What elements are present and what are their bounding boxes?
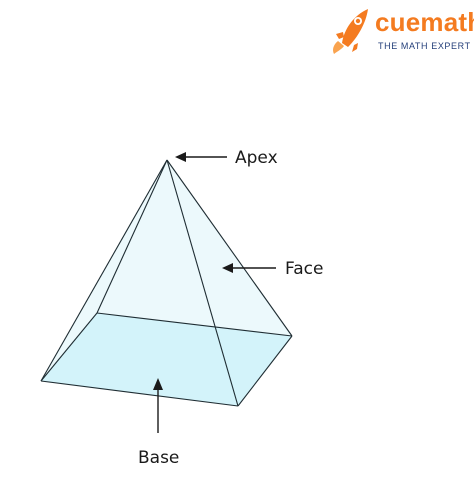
edge-right bbox=[166, 159, 293, 337]
edge-back-base bbox=[96, 312, 293, 337]
edge-back-left bbox=[96, 159, 168, 314]
base-label: Base bbox=[138, 448, 179, 468]
edge-base-right bbox=[237, 335, 293, 407]
edge-front bbox=[166, 159, 239, 407]
pyramid-face-front-right bbox=[167, 160, 292, 406]
brand-tagline: THE MATH EXPERT bbox=[378, 41, 471, 51]
edge-back-base-left bbox=[40, 312, 98, 382]
brand-wordmark: cuemath bbox=[375, 7, 474, 37]
apex-callout: Apex bbox=[175, 148, 278, 168]
cuemath-logo[interactable]: cuemath THE MATH EXPERT bbox=[333, 7, 474, 54]
arrow-up-icon bbox=[153, 378, 163, 390]
arrow-left-icon bbox=[175, 152, 186, 162]
apex-label: Apex bbox=[235, 148, 278, 168]
pyramid-face-front-left bbox=[41, 160, 238, 406]
edge-left bbox=[40, 159, 168, 382]
pyramid bbox=[40, 159, 293, 407]
edge-base-front bbox=[40, 380, 239, 407]
base-callout: Base bbox=[138, 378, 179, 468]
arrow-left-icon bbox=[222, 263, 233, 273]
face-callout: Face bbox=[222, 259, 323, 279]
face-label: Face bbox=[285, 259, 323, 279]
rocket-icon bbox=[333, 9, 368, 54]
